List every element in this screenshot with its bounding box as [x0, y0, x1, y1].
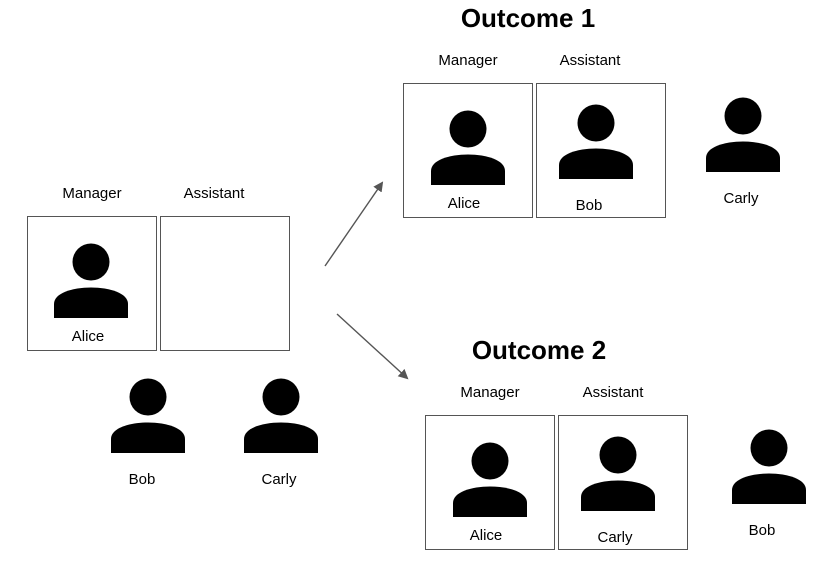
person-icon [579, 435, 657, 513]
initial-manager-label: Manager [62, 185, 122, 202]
person-icon [704, 96, 782, 174]
initial-assistant-label: Assistant [183, 185, 245, 202]
arrow-to-outcome-1 [324, 181, 384, 267]
outcome-1-alice-name: Alice [447, 195, 481, 212]
arrow-to-outcome-2 [336, 313, 409, 380]
outcome-2-alice-name: Alice [469, 527, 503, 544]
outcome-2-assistant-label: Assistant [582, 384, 644, 401]
outcome-2-title: Outcome 2 [471, 335, 607, 365]
person-icon [429, 109, 507, 187]
person-icon [730, 428, 808, 506]
outcome-2-bob-name: Bob [748, 522, 776, 539]
person-icon [451, 441, 529, 519]
initial-bob-name: Bob [128, 471, 156, 488]
person-icon [557, 103, 635, 181]
initial-manager-slot [27, 216, 157, 351]
outcome-2-manager-slot [425, 415, 555, 550]
outcome-2-manager-label: Manager [460, 384, 520, 401]
outcome-1-carly-name: Carly [723, 190, 759, 207]
outcome-1-manager-label: Manager [438, 52, 498, 69]
initial-assistant-slot [160, 216, 290, 351]
outcome-2-carly-name: Carly [597, 529, 633, 546]
outcome-1-assistant-label: Assistant [559, 52, 621, 69]
outcome-1-bob-name: Bob [575, 197, 603, 214]
outcome-1-title: Outcome 1 [460, 3, 596, 33]
initial-carly-name: Carly [261, 471, 297, 488]
person-icon [52, 242, 130, 320]
person-icon [242, 377, 320, 455]
initial-alice-name: Alice [71, 328, 105, 345]
person-icon [109, 377, 187, 455]
outcome-1-manager-slot [403, 83, 533, 218]
